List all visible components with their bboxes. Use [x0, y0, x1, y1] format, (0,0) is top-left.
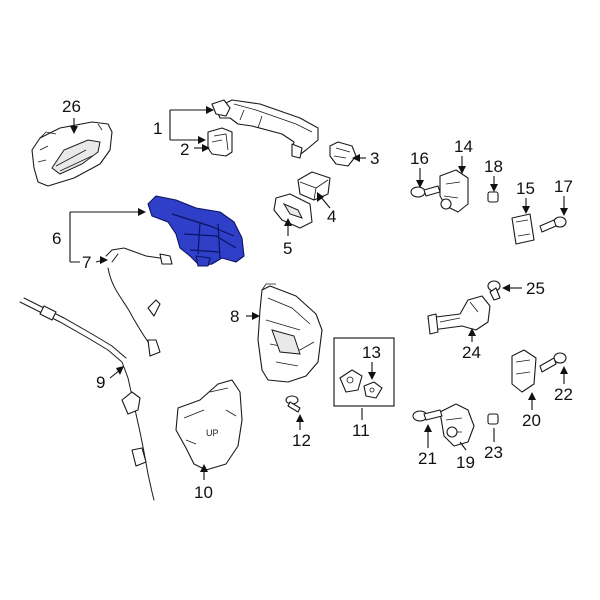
callout-17: 17: [554, 177, 573, 196]
callout-7: 7: [82, 253, 91, 272]
part-15-hinge-plate: [511, 213, 535, 245]
part-16-bolt: [410, 185, 441, 198]
part-14-upper-hinge: [439, 169, 469, 213]
part-1-outside-handle: [211, 99, 319, 159]
callout-10: 10: [194, 483, 213, 502]
part-13-striker: [339, 369, 383, 399]
callout-22: 22: [554, 385, 573, 404]
part-23-bushing: [487, 413, 499, 425]
part-19-lower-hinge: [439, 403, 475, 447]
part-10-latch-cover: UP: [175, 379, 243, 471]
part-2-handle-bracket: [207, 127, 233, 157]
callout-14: 14: [454, 137, 473, 156]
callout-18: 18: [484, 157, 503, 176]
part-26-inner-handle-bezel: [31, 121, 113, 187]
part-8-door-latch: [257, 283, 323, 383]
callout-15: 15: [516, 179, 535, 198]
part-11-kit-box: [333, 337, 395, 407]
part-5-gasket: [273, 193, 313, 229]
callout-numbers: 1 2 3 4 5 6 7 8 9 10 11 12 13 14 15 16 1…: [52, 97, 573, 502]
callout-3: 3: [370, 149, 379, 168]
callout-25: 25: [526, 279, 545, 298]
up-stamp-text: UP: [206, 428, 219, 438]
callout-21: 21: [418, 449, 437, 468]
callout-12: 12: [292, 431, 311, 450]
callout-23: 23: [484, 443, 503, 462]
callout-13: 13: [362, 343, 381, 362]
part-20-lower-hinge-plate: [511, 349, 537, 393]
part-12-screw: [285, 395, 301, 413]
part-24-door-check: [427, 295, 491, 335]
callout-5: 5: [283, 239, 292, 258]
callout-24: 24: [462, 343, 481, 362]
callout-6: 6: [52, 229, 61, 248]
callout-16: 16: [410, 149, 429, 168]
leader-lines: [69, 106, 568, 480]
part-25-bolt: [487, 280, 501, 301]
callout-26: 26: [62, 97, 81, 116]
part-6-handle-carrier-highlighted: [147, 195, 245, 267]
callout-1: 1: [153, 119, 162, 138]
callout-11: 11: [352, 421, 370, 440]
callout-8: 8: [230, 307, 239, 326]
part-9-control-rod: [19, 297, 155, 501]
callout-19: 19: [456, 453, 475, 472]
part-22-bolt: [539, 352, 567, 373]
part-21-bolt: [412, 409, 443, 422]
part-3-handle-cap: [329, 141, 357, 167]
part-7-release-cable: [105, 247, 173, 357]
part-18-bushing: [487, 191, 499, 203]
part-17-bolt: [539, 216, 567, 233]
callout-2: 2: [180, 140, 189, 159]
callout-20: 20: [522, 411, 541, 430]
callout-4: 4: [327, 207, 336, 226]
callout-9: 9: [96, 373, 105, 392]
part-4-lock-cylinder: [297, 171, 331, 201]
